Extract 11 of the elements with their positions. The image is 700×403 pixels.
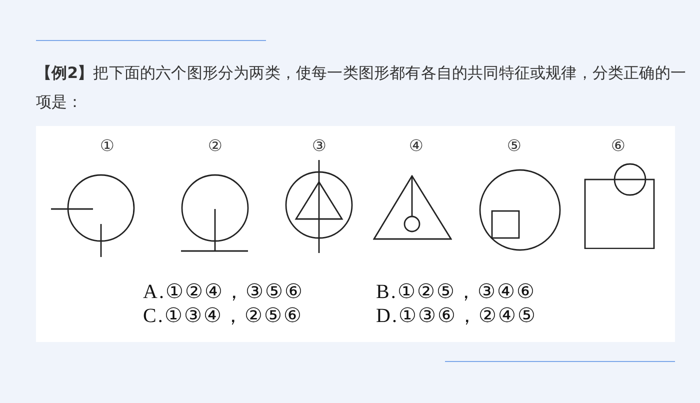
answer-option: D.①③⑥，②④⑤ [376, 305, 537, 327]
figure-number: ② [208, 138, 222, 156]
figure-number: ④ [409, 138, 423, 156]
figure-number: ⑥ [611, 138, 625, 156]
answer-option: C.①③④，②⑤⑥ [143, 305, 303, 327]
answer-option: A.①②④，③⑤⑥ [143, 281, 304, 303]
answer-option: B.①②⑤，③④⑥ [376, 281, 536, 303]
figure-number: ③ [312, 138, 326, 156]
figure-number: ① [100, 138, 114, 156]
question-text: 【例2】把下面的六个图形分为两类，使每一类图形都有各自的共同特征或规律，分类正确的一项是： [36, 63, 687, 113]
figure-number: ⑤ [507, 138, 521, 156]
